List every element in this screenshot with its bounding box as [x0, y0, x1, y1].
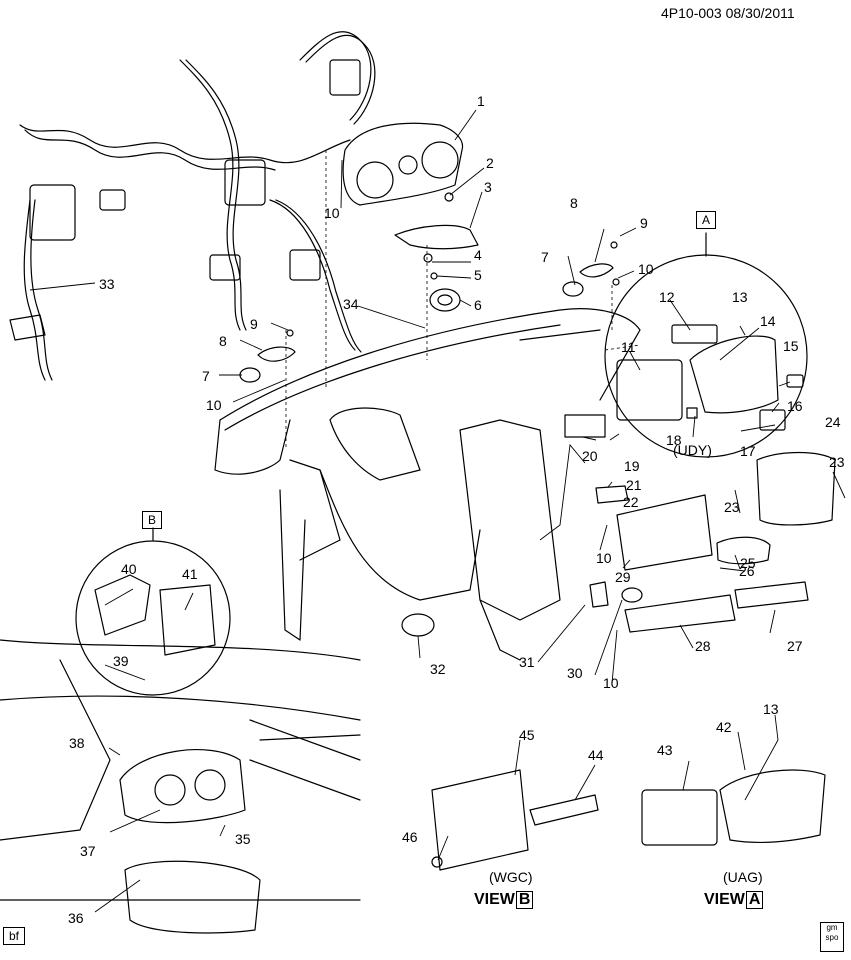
view-b-circle: [75, 540, 231, 696]
callout-c18: 18: [666, 432, 682, 448]
view-b-marker: B: [142, 511, 163, 529]
uag-label: (UAG): [723, 869, 763, 885]
callout-c16: 16: [787, 398, 803, 414]
callout-c34: 34: [343, 296, 359, 312]
callout-c17: 17: [740, 443, 756, 459]
callout-c23a: 23: [724, 499, 740, 515]
callout-c13a: 13: [732, 289, 748, 305]
callout-c14: 14: [760, 313, 776, 329]
view-word: VIEW: [704, 891, 745, 908]
callout-c23b: 23: [829, 454, 845, 470]
callout-c43: 43: [657, 742, 673, 758]
hvac-control: [716, 536, 771, 565]
callout-c41: 41: [182, 566, 198, 582]
bf-label: bf: [3, 927, 26, 945]
callout-c12: 12: [659, 289, 675, 305]
display-housing: [719, 769, 826, 844]
view-a-marker: A: [696, 211, 717, 229]
callout-c3: 3: [484, 179, 492, 195]
wiring-harness: [9, 31, 376, 381]
callout-c7b: 7: [541, 249, 549, 265]
callout-c15: 15: [783, 338, 799, 354]
callout-c10c: 10: [206, 397, 222, 413]
callout-c31: 31: [519, 654, 535, 670]
callout-c40: 40: [121, 561, 137, 577]
callout-c9a: 9: [250, 316, 258, 332]
view-b-letter: B: [515, 891, 534, 909]
callout-c10d: 10: [596, 550, 612, 566]
lower-dash-view: [0, 639, 361, 934]
gm-spo-logo: gm spo: [820, 922, 844, 952]
radio-unit: [616, 494, 713, 571]
callout-c11: 11: [621, 339, 636, 355]
callout-c2: 2: [486, 155, 494, 171]
callout-c10b: 10: [638, 261, 654, 277]
callout-c8b: 8: [570, 195, 578, 211]
module-bracket: [431, 769, 529, 871]
callout-c8a: 8: [219, 333, 227, 349]
callout-c35: 35: [235, 831, 251, 847]
drawing-reference: 4P10-003 08/30/2011: [661, 5, 795, 21]
callout-c38: 38: [69, 735, 85, 751]
cluster-trim: [394, 224, 479, 250]
instrument-cluster: [342, 122, 464, 206]
callout-c6: 6: [474, 297, 482, 313]
callout-c4: 4: [474, 247, 482, 263]
control-panel: [756, 451, 836, 526]
callout-c10a: 10: [324, 205, 340, 221]
callout-c22: 22: [623, 494, 639, 510]
callout-c20: 20: [582, 448, 598, 464]
logo-line1: gm: [826, 923, 838, 932]
logo-line2: spo: [825, 933, 839, 942]
wgc-label: (WGC): [489, 869, 533, 885]
callout-c1: 1: [477, 93, 485, 109]
callout-c44: 44: [588, 747, 604, 763]
instrument-panel: [214, 308, 641, 661]
callout-c13b: 13: [763, 701, 779, 717]
callout-c30: 30: [567, 665, 583, 681]
callout-c33: 33: [99, 276, 115, 292]
callout-c26: 26: [739, 563, 755, 579]
callout-c42: 42: [716, 719, 732, 735]
switch-panel: [734, 581, 809, 609]
callout-c21: 21: [626, 477, 642, 493]
callout-c10e: 10: [603, 675, 619, 691]
callout-c5: 5: [474, 267, 482, 283]
callout-c19: 19: [624, 458, 640, 474]
callout-c27: 27: [787, 638, 803, 654]
display-unit: [641, 789, 718, 846]
bracket: [624, 594, 736, 633]
callout-c28: 28: [695, 638, 711, 654]
callout-c7a: 7: [202, 368, 210, 384]
callout-c29: 29: [615, 569, 631, 585]
callout-c9b: 9: [640, 215, 648, 231]
callout-c36: 36: [68, 910, 84, 926]
callout-c39: 39: [113, 653, 129, 669]
callout-c25: 25: [740, 555, 756, 571]
callout-c32: 32: [430, 661, 446, 677]
callout-c24: 24: [825, 414, 841, 430]
callout-c45: 45: [519, 727, 535, 743]
udy-label: (UDY): [673, 442, 712, 458]
connector-module: [529, 794, 599, 826]
view-a-letter: A: [745, 891, 764, 909]
view-word: VIEW: [474, 891, 515, 908]
callout-c37: 37: [80, 843, 96, 859]
callout-c46: 46: [402, 829, 418, 845]
